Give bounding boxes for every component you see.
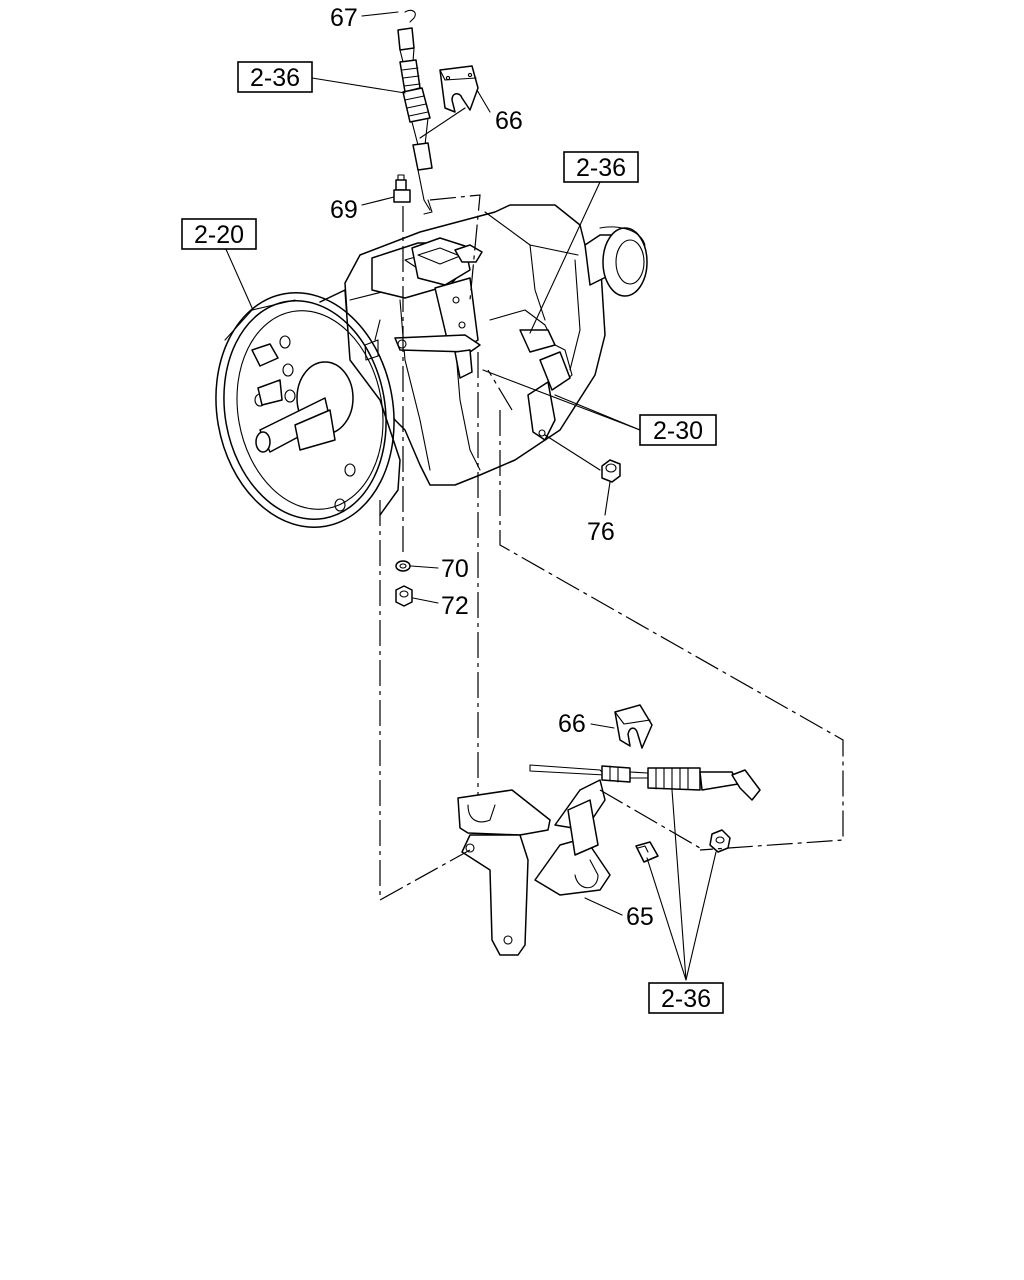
callout-67: 67	[330, 4, 358, 32]
ref-2-30[interactable]: 2-30	[639, 414, 717, 446]
callout-76: 76	[587, 518, 615, 546]
output-flange	[584, 226, 648, 297]
ref-2-36-bottom[interactable]: 2-36	[648, 982, 724, 1014]
ref-2-36-top-right-label: 2-36	[576, 154, 626, 182]
ref-2-36-bottom-label: 2-36	[661, 985, 711, 1013]
ref-2-20[interactable]: 2-20	[181, 218, 257, 250]
nut-76	[601, 459, 621, 483]
ref-2-36-top-left-label: 2-36	[250, 64, 300, 92]
callout-72: 72	[441, 592, 469, 620]
callout-66-bottom: 66	[558, 710, 586, 738]
washer-70	[395, 560, 411, 572]
callout-69: 69	[330, 196, 358, 224]
leader-lines	[224, 11, 717, 981]
ref-2-20-label: 2-20	[194, 221, 244, 249]
stud-69	[393, 174, 411, 203]
bracket-65	[457, 779, 611, 956]
clip-66-top	[439, 65, 479, 113]
bottom-shift-cable	[529, 764, 761, 801]
callout-65: 65	[626, 903, 654, 931]
washer-70-hole	[399, 563, 407, 569]
top-shift-cable	[397, 9, 433, 215]
bell-housing	[215, 289, 401, 528]
callout-66-top: 66	[495, 107, 523, 135]
ref-2-30-label: 2-30	[653, 417, 703, 445]
callout-70: 70	[441, 555, 469, 583]
ref-2-36-top-right[interactable]: 2-36	[563, 151, 639, 183]
phantom-lines	[379, 194, 844, 902]
clip-66-bottom	[614, 704, 653, 749]
transmission-assembly	[215, 204, 648, 528]
ref-2-36-top-left[interactable]: 2-36	[237, 61, 313, 93]
bolt-bottom	[635, 841, 659, 863]
nut-72	[395, 585, 413, 607]
shift-bracket	[394, 277, 481, 379]
